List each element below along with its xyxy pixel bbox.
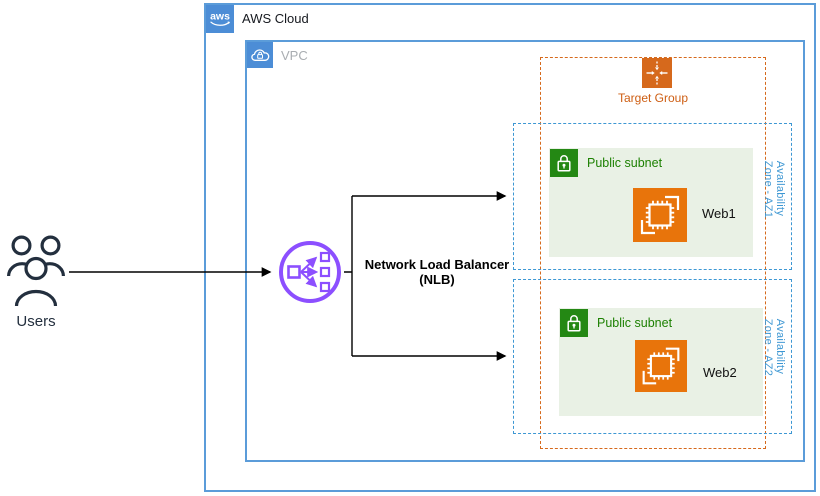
availability-zone-1: Availability Zone - AZ1 [513,123,792,270]
az1-label: Availability Zone - AZ1 [762,160,786,218]
availability-zone-2: Availability Zone - AZ2 [513,279,792,434]
vpc-label: VPC [281,48,308,63]
instance-label-web2: Web2 [703,365,737,380]
aws-cloud-container: aws AWS Cloud [204,3,816,492]
target-group-label: Target Group [617,91,689,105]
nlb-label-line1: Network Load Balancer [364,257,510,272]
aws-logo-icon: aws [206,5,234,33]
public-subnet-label: Public subnet [597,316,673,330]
ec2-instances-icon [633,188,687,242]
nlb-icon [279,241,341,303]
subnet-lock-icon [550,149,578,177]
public-subnet-label: Public subnet [587,156,663,170]
public-subnet-1: Public subnet Web1 [549,148,753,257]
az2-label: Availability Zone - AZ2 [762,318,786,376]
public-subnet-2: Public subnet Web2 [559,308,763,416]
nlb-label-line2: (NLB) [419,272,455,287]
target-group-icon [642,58,672,88]
instance-label-web1: Web1 [702,206,736,221]
subnet-lock-icon [560,309,588,337]
vpc-container: VPC [245,40,805,462]
nlb-label: Network Load Balancer (NLB) [352,257,522,287]
ec2-instances-icon [635,340,687,392]
users-label: Users [16,313,56,330]
aws-cloud-label: AWS Cloud [242,11,309,26]
aws-logo-text: aws [210,11,230,23]
users-icon [7,234,65,312]
vpc-icon [247,42,273,68]
target-group-container: Target Group [540,57,766,449]
